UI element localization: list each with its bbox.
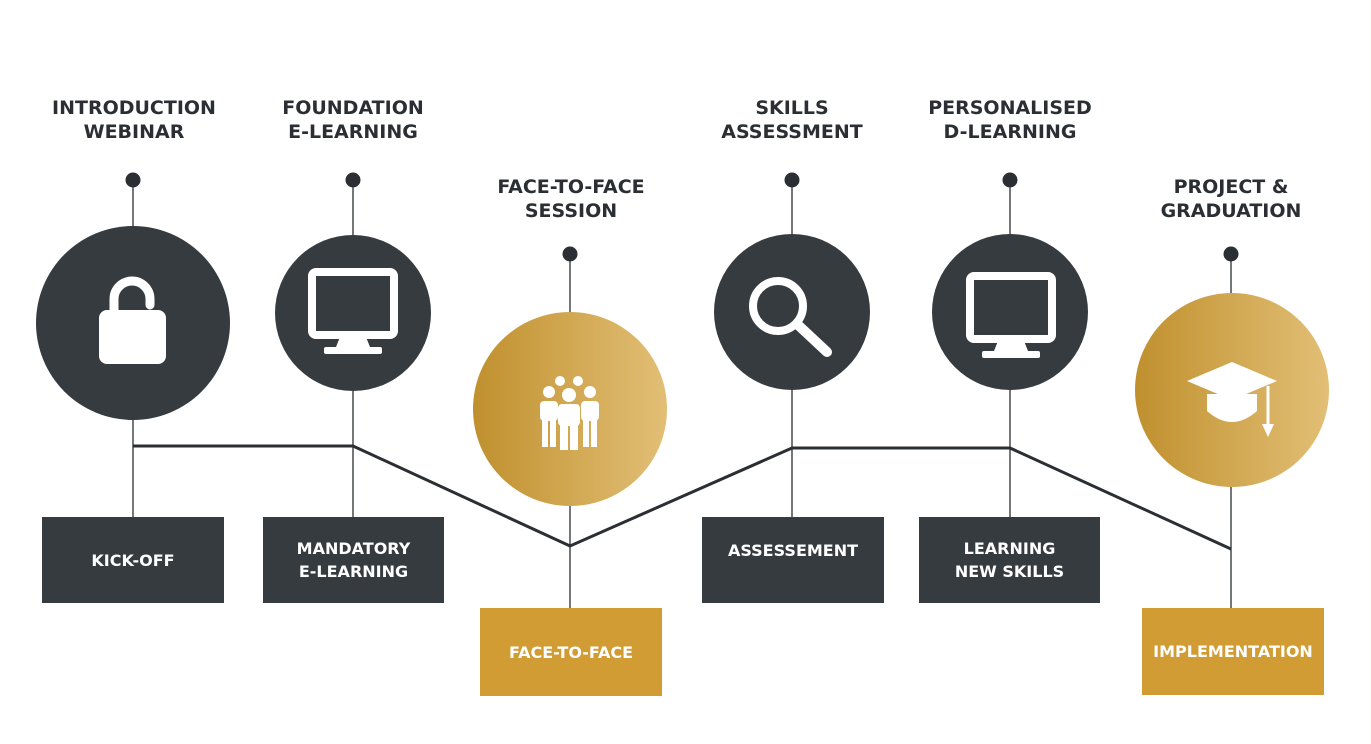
monitor-icon [966, 272, 1056, 358]
padlock-icon [99, 276, 166, 364]
stage-4-label-box: ASSESSEMENT [702, 517, 884, 603]
timeline-dots [125, 172, 1239, 262]
stage-5-circle [932, 234, 1088, 390]
graduation-cap-icon [1187, 362, 1277, 437]
stage-6-title: PROJECT & GRADUATION [1160, 176, 1302, 222]
stage-5-label-box: LEARNING NEW SKILLS [919, 517, 1100, 603]
people-group-icon [540, 376, 599, 450]
stage-4-title: SKILLS ASSESSMENT [721, 97, 863, 143]
stage-2-label-box: MANDATORY E-LEARNING [263, 517, 444, 603]
stage-4-circle [714, 234, 870, 390]
stage-3-title: FACE-TO-FACE SESSION [497, 176, 645, 222]
stage-3-label-box: FACE-TO-FACE [480, 608, 662, 696]
monitor-icon [308, 268, 398, 354]
magnifier-icon [749, 277, 832, 357]
stage-5-title: PERSONALISED D-LEARNING [928, 97, 1092, 143]
stage-2-circle [275, 235, 431, 391]
stage-6-label-box: IMPLEMENTATION [1142, 608, 1324, 695]
stage-1-label-box: KICK-OFF [42, 517, 224, 603]
stage-2-title: FOUNDATION E-LEARNING [282, 97, 424, 143]
stage-1-title: INTRODUCTION WEBINAR [52, 97, 216, 143]
timeline-path [133, 444, 1232, 551]
